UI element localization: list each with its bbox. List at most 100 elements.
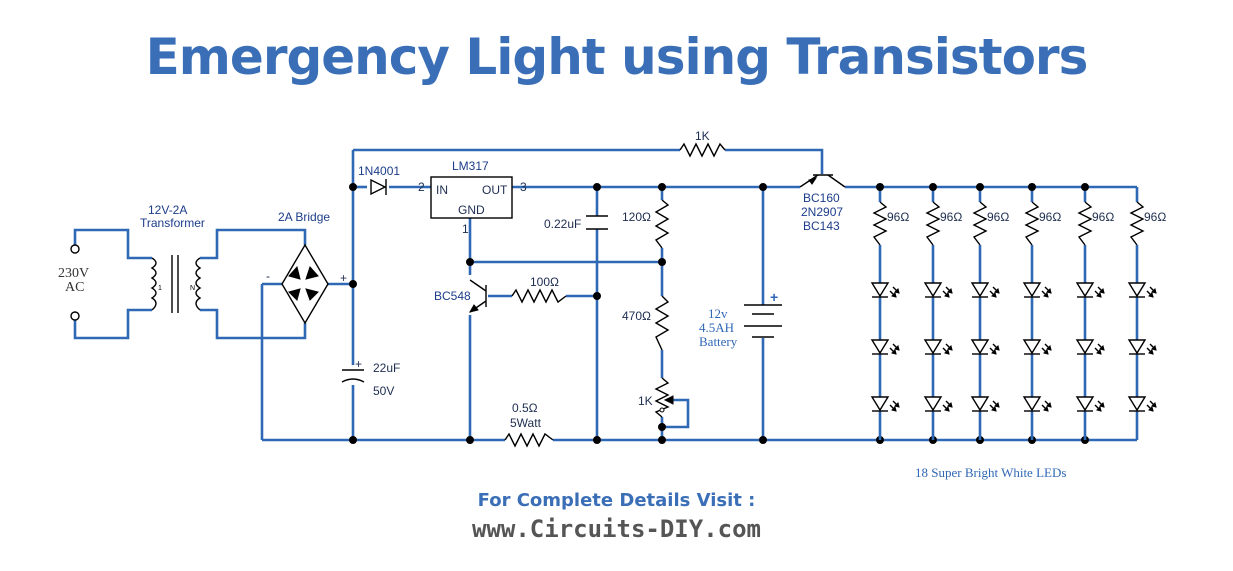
reg-pin-in-num: 2 xyxy=(418,180,425,194)
led xyxy=(1075,282,1105,298)
pnp-label-3: BC143 xyxy=(803,219,840,233)
footer-visit-text: For Complete Details Visit : xyxy=(477,490,756,511)
pnp-label-2: 2N2907 xyxy=(801,205,843,219)
junction-dot xyxy=(593,183,601,191)
led xyxy=(923,339,953,355)
potentiometer-1k: 1K xyxy=(638,377,674,418)
reg-pin-out: OUT xyxy=(482,183,508,197)
transformer: 1 N 12V-2A Transformer xyxy=(140,203,205,313)
led-resistor xyxy=(1077,201,1093,246)
bridge-label: 2A Bridge xyxy=(278,210,330,224)
led xyxy=(970,339,1000,355)
led xyxy=(1022,339,1052,355)
led-resistor xyxy=(1129,201,1145,246)
battery-voltage-label: 12v xyxy=(708,306,728,321)
capacitor-022uf: 0.22uF xyxy=(544,215,608,231)
led-string: 96Ω xyxy=(970,201,1009,440)
junction-dot xyxy=(658,258,666,266)
junction-dot xyxy=(1081,183,1089,191)
junction-dot xyxy=(1028,183,1036,191)
res-100-label: 100Ω xyxy=(530,275,559,289)
transistor-bc548: BC548 xyxy=(434,279,487,313)
bridge-rectifier: 2A Bridge - + xyxy=(266,210,347,325)
junctions xyxy=(349,183,1089,444)
leds-note: 18 Super Bright White LEDs xyxy=(915,465,1066,480)
junction-dot xyxy=(349,280,357,288)
res-120-label: 120Ω xyxy=(622,210,651,224)
led xyxy=(1127,396,1157,412)
junction-dot xyxy=(593,292,601,300)
page-title: Emergency Light using Transistors xyxy=(145,28,1089,86)
ac-voltage-label: 230V xyxy=(58,266,89,281)
led-string: 96Ω xyxy=(1022,201,1061,440)
junction-dot xyxy=(593,436,601,444)
transistor-pnp: BC160 2N2907 BC143 xyxy=(799,174,846,233)
transformer-pin-1: 1 xyxy=(158,285,162,292)
res-shunt-label: 0.5Ω xyxy=(512,401,538,415)
junction-dot xyxy=(466,258,474,266)
transformer-rating-label: 12V-2A xyxy=(148,203,187,217)
led-resistor xyxy=(1024,201,1040,246)
res-1k-label: 1K xyxy=(695,129,710,143)
cap-plus-label: + xyxy=(355,357,362,371)
led-string: 96Ω xyxy=(1075,201,1114,440)
cap-022uf-label: 0.22uF xyxy=(544,217,581,231)
battery-label: Battery xyxy=(699,334,738,349)
battery: + 12v 4.5AH Battery xyxy=(699,289,782,349)
regulator-label: LM317 xyxy=(452,159,489,173)
led xyxy=(870,396,900,412)
resistor-1k-top: 1K xyxy=(679,129,726,158)
junction-dot xyxy=(876,183,884,191)
led-resistor xyxy=(972,201,988,246)
junction-dot xyxy=(929,183,937,191)
resistor-100: 100Ω xyxy=(511,275,567,304)
diode-label: 1N4001 xyxy=(358,164,400,178)
led xyxy=(1127,339,1157,355)
cap-50v-label: 50V xyxy=(373,384,394,398)
junction-dot xyxy=(349,183,357,191)
led-resistor-label: 96Ω xyxy=(1039,210,1061,224)
diode-1n4001: 1N4001 xyxy=(358,164,400,196)
junction-dot xyxy=(349,436,357,444)
junction-dot xyxy=(759,436,767,444)
transformer-pin-n: N xyxy=(190,285,195,292)
led xyxy=(1075,339,1105,355)
led-resistor-label: 96Ω xyxy=(987,210,1009,224)
led xyxy=(870,282,900,298)
reg-pin-in: IN xyxy=(436,183,448,197)
junction-dot xyxy=(658,423,666,431)
ac-source: 230V AC xyxy=(58,244,89,321)
led xyxy=(1022,396,1052,412)
led xyxy=(970,396,1000,412)
junction-dot xyxy=(658,183,666,191)
junction-dot xyxy=(466,436,474,444)
wires xyxy=(73,148,1139,442)
pnp-label-1: BC160 xyxy=(803,191,840,205)
res-470-label: 470Ω xyxy=(622,309,651,323)
led-resistor xyxy=(872,201,888,246)
bridge-minus-label: - xyxy=(266,269,270,283)
resistor-470: 470Ω xyxy=(622,295,670,351)
bridge-plus-label: + xyxy=(340,271,347,285)
ac-label: AC xyxy=(65,280,84,295)
res-shunt-watt-label: 5Watt xyxy=(510,416,542,430)
bc548-label: BC548 xyxy=(434,289,471,303)
led-string: 96Ω xyxy=(923,201,962,440)
transformer-label: Transformer xyxy=(140,216,205,230)
led-resistor-label: 96Ω xyxy=(940,210,962,224)
regulator-lm317: LM317 2 IN OUT 3 GND 1 xyxy=(418,159,527,236)
reg-pin-gnd: GND xyxy=(458,203,485,217)
led xyxy=(970,282,1000,298)
led xyxy=(1075,396,1105,412)
reg-pin-gnd-num: 1 xyxy=(462,222,469,236)
battery-ah-label: 4.5AH xyxy=(699,320,734,335)
led-resistor-label: 96Ω xyxy=(887,210,909,224)
battery-plus-label: + xyxy=(770,289,778,305)
cap-22uf-label: 22uF xyxy=(373,361,400,375)
resistor-120: 120Ω xyxy=(622,199,670,249)
footer-url[interactable]: www.Circuits-DIY.com xyxy=(472,515,761,543)
led xyxy=(923,396,953,412)
